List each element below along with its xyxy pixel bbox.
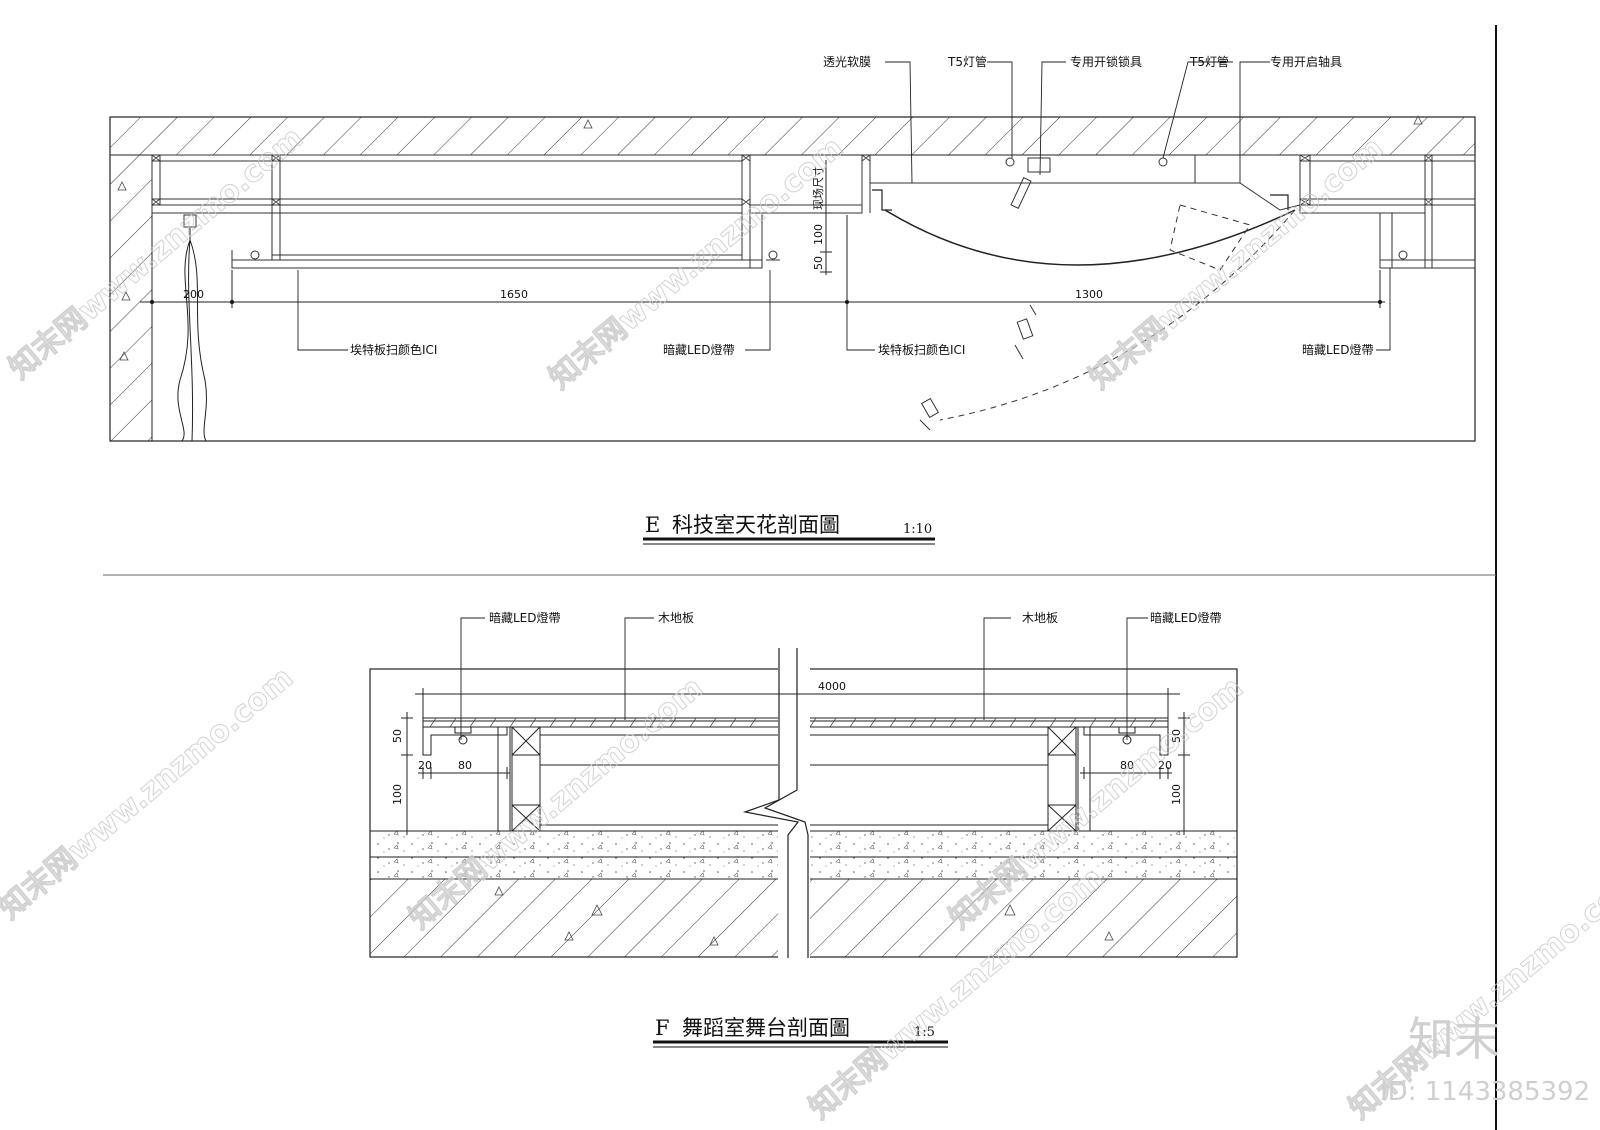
label-hidden-led-2: 暗藏LED燈帶 bbox=[1302, 342, 1374, 357]
curtain bbox=[177, 239, 207, 442]
section-f-stage-drawing: 4000 50 100 20 80 50 100 20 80 bbox=[369, 610, 1238, 958]
section-f-title-block: F 舞蹈室舞台剖面圖 1:5 bbox=[653, 1016, 948, 1048]
dim-200: 200 bbox=[183, 288, 204, 301]
section-e-title-block: E 科技室天花剖面圖 1:10 bbox=[643, 513, 935, 545]
dim-80-right: 80 bbox=[1120, 759, 1134, 772]
section-e-letter: E bbox=[645, 513, 660, 537]
label-soft-film: 透光软膜 bbox=[823, 55, 871, 69]
break-line bbox=[742, 648, 800, 958]
label-t5-lamp-2: T5灯管 bbox=[1189, 54, 1229, 69]
dim-100-right: 100 bbox=[1170, 784, 1183, 805]
label-hidden-led-right: 暗藏LED燈帶 bbox=[1150, 610, 1222, 625]
label-etter-board-2: 埃特板扫颜色ICI bbox=[878, 342, 965, 357]
section-f-scale: 1:5 bbox=[914, 1025, 935, 1040]
soft-film-arc bbox=[884, 209, 1296, 266]
label-t5-lamp-1: T5灯管 bbox=[947, 54, 987, 69]
watermarks: 知末网www.znzmo.com 知末网www.znzmo.com 知末网www… bbox=[0, 120, 1600, 1127]
dim-1650: 1650 bbox=[500, 288, 528, 301]
label-hidden-led-1: 暗藏LED燈帶 bbox=[663, 342, 735, 357]
dim-100: 100 bbox=[812, 224, 825, 245]
dim-20-right: 20 bbox=[1158, 759, 1172, 772]
dim-50-right: 50 bbox=[1170, 729, 1183, 743]
svg-text:知末网www.znzmo.com: 知末网www.znzmo.com bbox=[3, 120, 310, 386]
section-e-ceiling-drawing: 200 1650 1300 现场尺寸 100 50 透光软膜 T5灯管 专用开锁… bbox=[109, 54, 1476, 442]
label-hidden-led-left: 暗藏LED燈帶 bbox=[489, 610, 561, 625]
concrete-slab bbox=[109, 116, 1476, 156]
dim-4000: 4000 bbox=[818, 680, 846, 693]
brand-logo-text: 知末 bbox=[1408, 1012, 1500, 1066]
label-hinge-hardware: 专用开启轴具 bbox=[1270, 54, 1342, 69]
section-f-title: 舞蹈室舞台剖面圖 bbox=[682, 1016, 850, 1040]
dim-100-left: 100 bbox=[391, 784, 404, 805]
brand-id-text: ID: 1143385392 bbox=[1380, 1077, 1590, 1107]
dim-80-left: 80 bbox=[458, 759, 472, 772]
dim-50: 50 bbox=[812, 256, 825, 270]
section-e-scale: 1:10 bbox=[903, 522, 932, 537]
brand-logo: 知末 ID: 1143385392 bbox=[1380, 1012, 1590, 1107]
label-wood-floor-left: 木地板 bbox=[658, 611, 694, 625]
dim-20-left: 20 bbox=[418, 759, 432, 772]
section-f-letter: F bbox=[655, 1016, 670, 1040]
dim-50-left: 50 bbox=[391, 729, 404, 743]
section-e-title: 科技室天花剖面圖 bbox=[672, 513, 840, 537]
label-wood-floor-right: 木地板 bbox=[1022, 611, 1058, 625]
label-etter-board-1: 埃特板扫颜色ICI bbox=[350, 342, 437, 357]
site-size-label: 现场尺寸 bbox=[811, 166, 825, 210]
label-lock-hardware: 专用开锁锁具 bbox=[1070, 54, 1142, 69]
dim-1300: 1300 bbox=[1075, 288, 1103, 301]
svg-text:知末网www.znzmo.com: 知末网www.znzmo.com bbox=[0, 660, 300, 926]
opening-trajectory bbox=[939, 209, 1296, 421]
